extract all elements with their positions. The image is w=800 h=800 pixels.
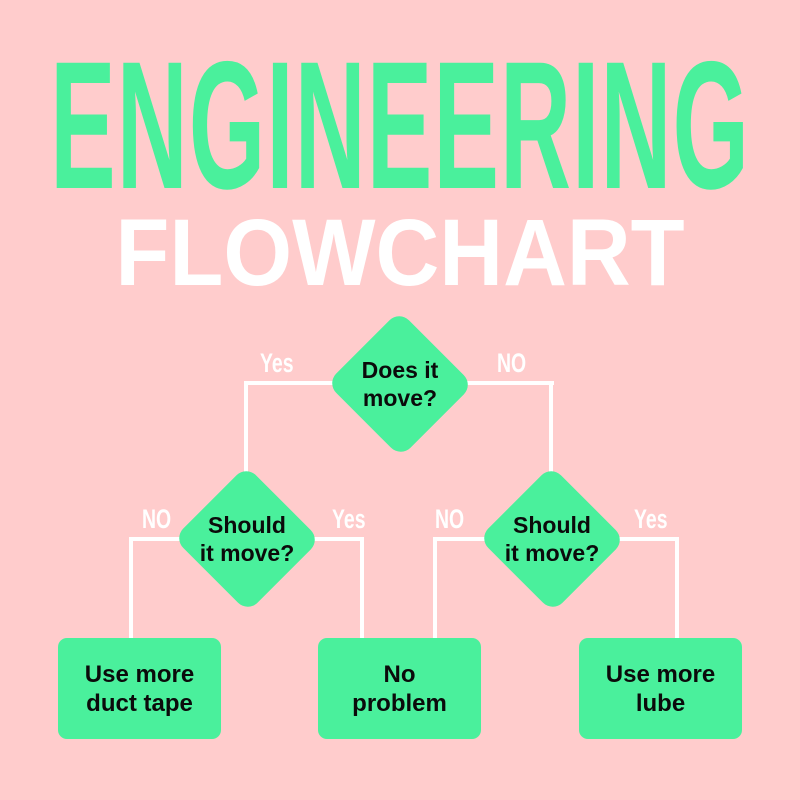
outcome-text-line2: duct tape	[86, 689, 193, 717]
outcome-use-more-duct-tape: Use more duct tape	[58, 638, 221, 739]
connector-root-right-vertical	[549, 381, 553, 473]
outcome-text-line2: lube	[635, 689, 686, 717]
decision-left: Should it move?	[172, 465, 322, 613]
label-right-decision-yes: Yes	[634, 504, 668, 534]
label-left-decision-no: NO	[142, 504, 172, 534]
title-main-text: ENGINEERING	[50, 23, 750, 227]
label-right-decision-no: NO	[435, 504, 465, 534]
connector-root-left-horizontal	[244, 381, 334, 385]
connector-right-decision-left-vertical	[433, 537, 437, 641]
title-sub-text: FLOWCHART	[115, 199, 685, 306]
decision-root-text-line2: move?	[362, 385, 438, 411]
connector-right-decision-right-horizontal	[618, 537, 679, 541]
decision-root-text-line1: Does it	[361, 357, 439, 383]
outcome-no-problem: No problem	[318, 638, 481, 739]
title-flowchart: FLOWCHART	[0, 199, 800, 306]
decision-right-text-line1: Should	[513, 512, 591, 538]
decision-right: Should it move?	[477, 465, 627, 613]
title-engineering: ENGINEERING	[0, 34, 800, 216]
decision-left-text-line2: it move?	[199, 540, 295, 566]
outcome-text-line1: Use more	[84, 660, 195, 688]
connector-root-left-vertical	[244, 381, 248, 473]
label-left-decision-yes: Yes	[332, 504, 366, 534]
outcome-text-line2: problem	[352, 689, 447, 717]
label-root-no: NO	[497, 348, 527, 378]
connector-left-decision-right-vertical	[360, 537, 364, 641]
label-root-yes: Yes	[260, 348, 294, 378]
decision-right-text-line2: it move?	[504, 540, 600, 566]
connector-left-decision-right-horizontal	[313, 537, 364, 541]
outcome-text-line1: Use more	[605, 660, 716, 688]
connector-right-decision-left-horizontal	[433, 537, 486, 541]
decision-left-text-line1: Should	[208, 512, 286, 538]
connector-left-decision-left-vertical	[129, 537, 133, 641]
connector-root-right-horizontal	[466, 381, 554, 385]
outcome-use-more-lube: Use more lube	[579, 638, 742, 739]
decision-root: Does it move?	[325, 310, 475, 458]
connector-left-decision-left-horizontal	[129, 537, 181, 541]
outcome-text-line1: No	[383, 660, 416, 688]
connector-right-decision-right-vertical	[675, 537, 679, 641]
